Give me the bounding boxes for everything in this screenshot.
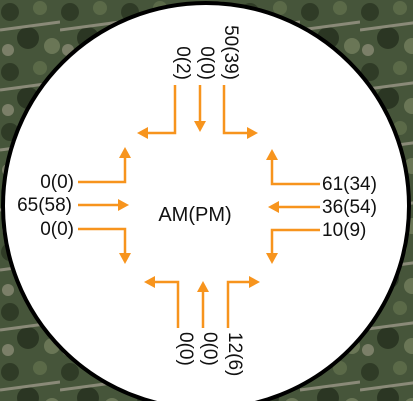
west-right-arrow-head	[119, 253, 131, 264]
west-left-arrow	[78, 151, 127, 184]
east-through-arrow-head	[268, 201, 279, 213]
south-right-volume: 0(0)	[175, 332, 196, 366]
south-approach-arrows	[144, 276, 260, 328]
south-right-arrow	[148, 280, 180, 328]
west-right-arrow	[78, 227, 127, 260]
west-right-volume: 0(0)	[40, 219, 74, 240]
east-left-arrow	[270, 228, 320, 260]
north-through-volume: 0(0)	[196, 46, 217, 80]
west-through-volume: 65(58)	[17, 195, 72, 216]
north-right-arrow-head	[247, 127, 258, 139]
south-left-volume: 12(6)	[224, 332, 245, 376]
north-left-arrow	[141, 85, 177, 135]
east-through-volume: 36(54)	[322, 197, 377, 218]
east-left-arrow-head	[266, 253, 278, 264]
east-right-volume: 61(34)	[322, 174, 377, 195]
west-approach-arrows	[78, 147, 131, 264]
east-right-arrow	[270, 153, 320, 186]
south-through-arrow-head	[197, 281, 209, 292]
north-right-arrow	[222, 85, 254, 135]
east-left-volume: 10(9)	[322, 220, 366, 241]
north-through-arrow-head	[194, 121, 206, 132]
east-approach-arrows	[266, 149, 320, 264]
west-through-arrow-head	[118, 199, 129, 211]
center-label: AM(PM)	[158, 204, 231, 226]
west-left-volume: 0(0)	[40, 172, 74, 193]
north-left-volume: 0(2)	[172, 46, 193, 80]
north-left-arrow-head	[137, 127, 148, 139]
west-left-arrow-head	[119, 147, 131, 158]
east-right-arrow-head	[266, 149, 278, 160]
south-left-arrow-head	[249, 276, 260, 288]
north-right-volume: 50(39)	[220, 25, 241, 80]
south-through-volume: 0(0)	[199, 332, 220, 366]
north-approach-arrows	[137, 85, 258, 139]
south-left-arrow	[226, 280, 256, 328]
south-right-arrow-head	[144, 276, 155, 288]
